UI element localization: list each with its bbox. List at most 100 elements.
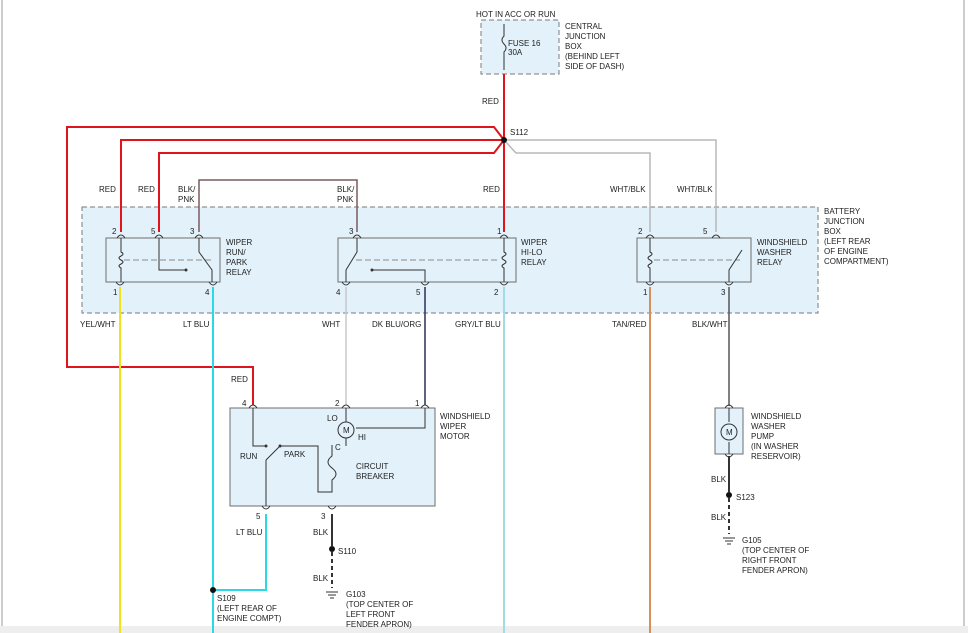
hilo-relay-label-3: RELAY [521, 258, 547, 267]
wire-blk-pnk [198, 179, 358, 232]
central-junction-label-4: (BEHIND LEFT [565, 52, 620, 61]
pin-motor-4: 4 [242, 399, 247, 408]
washer-pump-motor-icon [720, 423, 738, 441]
pin-washer-1: 1 [643, 288, 648, 297]
splice-s109-dot [210, 587, 216, 593]
motor-c-label: C [335, 443, 341, 452]
wire-color-blk-motor-1: BLK [313, 528, 329, 537]
ground-g105-icon [723, 537, 735, 545]
power-source-label: HOT IN ACC OR RUN [476, 10, 556, 19]
pin-motor-3: 3 [321, 512, 326, 521]
washer-pump-label-5: RESERVOIR) [751, 452, 801, 461]
hilo-relay-label-1: WIPER [521, 238, 547, 247]
battery-junction-label-5: OF ENGINE [824, 247, 868, 256]
washer-relay-label-1: WINDSHIELD [757, 238, 807, 247]
bottom-strip [0, 626, 968, 633]
central-junction-label-3: BOX [565, 42, 583, 51]
motor-internals [252, 408, 426, 506]
wire-color-red-3: RED [483, 185, 500, 194]
pin-run-park-2: 2 [112, 227, 117, 236]
ground-g103-label-4: FENDER APRON) [346, 620, 412, 629]
wire-color-tan-red: TAN/RED [612, 320, 647, 329]
pin-motor-1: 1 [415, 399, 420, 408]
run-park-relay-label-2: RUN/ [226, 248, 246, 257]
wire-color-red-1: RED [99, 185, 116, 194]
pin-washer-2: 2 [638, 227, 643, 236]
central-junction-box [480, 19, 560, 75]
circuit-breaker-label-2: BREAKER [356, 472, 394, 481]
wire-color-lt-blu-1: LT BLU [183, 320, 210, 329]
washer-pump-label-3: PUMP [751, 432, 774, 441]
splice-s109-label-1: S109 [217, 594, 236, 603]
motor-lo-label: LO [327, 414, 338, 423]
wire-color-lt-blu-2: LT BLU [236, 528, 263, 537]
pin-hilo-3: 3 [349, 227, 354, 236]
ground-g103-label-3: LEFT FRONT [346, 610, 395, 619]
battery-junction-label-1: BATTERY [824, 207, 861, 216]
wire-color-wht-blk-2: WHT/BLK [677, 185, 713, 194]
ground-g105-label-1: G105 [742, 536, 762, 545]
wire-color-blk-pump-1: BLK [711, 475, 727, 484]
battery-junction-label-3: BOX [824, 227, 842, 236]
wiper-motor-label-2: WIPER [440, 422, 466, 431]
wire-color-dk-blu-org: DK BLU/ORG [372, 320, 421, 329]
central-junction-label-1: CENTRAL [565, 22, 603, 31]
ground-g105-label-3: RIGHT FRONT [742, 556, 797, 565]
hilo-relay-label-2: HI-LO [521, 248, 542, 257]
pin-hilo-5: 5 [416, 288, 421, 297]
wire-color-blk-pnk-2b: PNK [337, 195, 354, 204]
fuse-label: FUSE 16 [508, 39, 541, 48]
pin-run-park-3: 3 [190, 227, 195, 236]
wire-color-gry-lt-blu: GRY/LT BLU [455, 320, 501, 329]
washer-pump-label-1: WINDSHIELD [751, 412, 801, 421]
splice-s109-label-3: ENGINE COMPT) [217, 614, 282, 623]
splice-s112-label: S112 [510, 128, 529, 137]
run-park-relay-label-3: PARK [226, 258, 248, 267]
washer-relay-label-3: RELAY [757, 258, 783, 267]
washer-pump-label-2: WASHER [751, 422, 786, 431]
splice-s123-dot [726, 492, 732, 498]
pin-hilo-2: 2 [494, 288, 499, 297]
splice-s112-dot [501, 137, 507, 143]
splice-s123-label: S123 [736, 493, 755, 502]
splice-s110-dot [329, 546, 335, 552]
ground-g103-label-1: G103 [346, 590, 366, 599]
hi-lo-relay-internals [345, 238, 507, 282]
wire-color-blk-pnk-2a: BLK/ [337, 185, 355, 194]
pin-run-park-1: 1 [113, 288, 118, 297]
wire-color-wht-blk-1: WHT/BLK [610, 185, 646, 194]
wire-color-yel-wht: YEL/WHT [80, 320, 116, 329]
central-junction-label-2: JUNCTION [565, 32, 606, 41]
motor-hi-label: HI [358, 433, 366, 442]
wire-color-blk-motor-2: BLK [313, 574, 329, 583]
wire-color-red-2: RED [138, 185, 155, 194]
pin-hilo-4: 4 [336, 288, 341, 297]
connector-hooks [115, 234, 734, 510]
wire-wht-blk-1 [503, 139, 651, 232]
ground-g105-label-4: FENDER APRON) [742, 566, 808, 575]
fuse-rating-label: 30A [508, 48, 523, 57]
battery-junction-label-6: COMPARTMENT) [824, 257, 889, 266]
wire-color-red-motor: RED [231, 375, 248, 384]
splice-s110-label: S110 [338, 547, 357, 556]
pin-run-park-5: 5 [151, 227, 156, 236]
circuit-breaker-label-1: CIRCUIT [356, 462, 389, 471]
pin-run-park-4: 4 [205, 288, 210, 297]
splice-s109-label-2: (LEFT REAR OF [217, 604, 277, 613]
pump-m-label: M [726, 428, 733, 437]
ground-g103-icon [326, 591, 338, 599]
run-label: RUN [240, 452, 258, 461]
wire-color-blk-pnk-1b: PNK [178, 195, 195, 204]
washer-relay-label-2: WASHER [757, 248, 792, 257]
pin-washer-3: 3 [721, 288, 726, 297]
motor-m-label: M [343, 426, 350, 435]
pin-motor-5: 5 [256, 512, 261, 521]
run-park-relay-label-1: WIPER [226, 238, 252, 247]
battery-junction-label-2: JUNCTION [824, 217, 865, 226]
wire-color-wht: WHT [322, 320, 340, 329]
ground-g103-label-2: (TOP CENTER OF [346, 600, 413, 609]
wire-color-red-top: RED [482, 97, 499, 106]
central-junction-label-5: SIDE OF DASH) [565, 62, 624, 71]
